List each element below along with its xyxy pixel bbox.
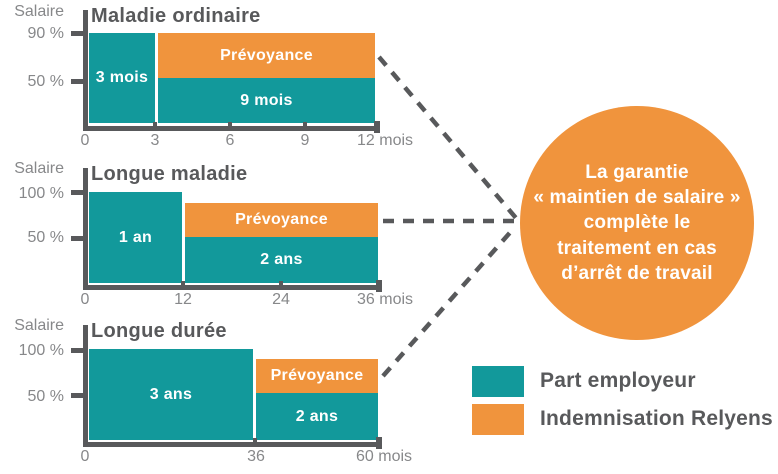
y-axis-title: Salaire: [14, 160, 64, 177]
x-tick-mark-9: [303, 122, 307, 131]
x-tick-mark-24: [279, 281, 283, 290]
x-tick-mark-36: [253, 438, 257, 447]
x-tick-label-0: 0: [80, 448, 90, 465]
bar-part-employeur-full: 3 mois: [89, 33, 155, 123]
callout-line: d’arrêt de travail: [561, 262, 713, 284]
callout-line: complète le: [583, 212, 691, 234]
y-axis-line: [83, 10, 88, 131]
y-tick-mark-50: [71, 236, 83, 241]
bar-part-employeur-reduced: 2 ans: [256, 393, 378, 440]
x-axis-line: [83, 285, 382, 290]
legend-swatch-indemnisation-relyens: [472, 404, 524, 435]
y-tick-label-50: 50 %: [27, 229, 64, 246]
x-tick-label-9: 9: [300, 132, 310, 149]
bar-part-employeur-reduced: 2 ans: [185, 237, 378, 283]
x-tick-mark-3: [153, 122, 157, 131]
x-axis-endcap: [376, 437, 382, 449]
y-axis-title: Salaire: [14, 3, 64, 20]
x-tick-label-0: 0: [80, 132, 90, 149]
chart-title: Longue maladie: [91, 163, 248, 185]
legend-label-indemnisation-relyens: Indemnisation Relyens: [540, 407, 773, 430]
bar-part-employeur-full: 1 an: [89, 192, 182, 283]
x-tick-mark-6: [228, 122, 232, 131]
y-tick-label-100: 100 %: [18, 342, 64, 359]
bar-prevoyance: Prévoyance: [256, 359, 378, 393]
callout-circle: La garantie « maintien de salaire » comp…: [520, 106, 754, 340]
x-tick-label-0: 0: [80, 291, 90, 308]
chart-title: Longue durée: [91, 320, 227, 342]
connector-line-maladie-ordinaire: [377, 55, 518, 220]
y-tick-mark-100: [71, 190, 83, 195]
y-tick-label-50: 50 %: [27, 73, 64, 90]
callout-line: traitement en cas: [557, 237, 717, 259]
connector-line-longue-duree: [381, 225, 517, 378]
bar-part-employeur-full: 3 ans: [89, 349, 253, 440]
x-tick-label-36: 36: [247, 448, 265, 465]
x-tick-label-60-mois: 60 mois: [356, 448, 413, 465]
x-tick-label-3: 3: [150, 132, 160, 149]
y-tick-mark-50: [71, 79, 83, 84]
y-axis-line: [83, 168, 88, 289]
bar-part-employeur-reduced: 9 mois: [158, 78, 375, 123]
y-axis-line: [83, 325, 88, 446]
callout-line: « maintien de salaire »: [533, 187, 741, 209]
x-tick-label-36-mois: 36 mois: [357, 291, 414, 308]
x-axis-endcap: [374, 121, 380, 133]
y-tick-label-100: 100 %: [18, 185, 64, 202]
bar-prevoyance: Prévoyance: [158, 33, 375, 78]
legend-label-part-employeur: Part employeur: [540, 369, 696, 392]
y-tick-label-90: 90 %: [27, 25, 64, 42]
y-tick-mark-90: [71, 31, 83, 36]
x-axis-endcap: [376, 280, 382, 292]
bar-prevoyance: Prévoyance: [185, 203, 378, 237]
callout-line: La garantie: [585, 162, 689, 184]
y-tick-mark-50: [71, 393, 83, 398]
x-tick-label-12: 12: [174, 291, 192, 308]
x-tick-mark-12: [181, 281, 185, 290]
legend-swatch-part-employeur: [472, 366, 524, 397]
x-tick-label-24: 24: [272, 291, 290, 308]
chart-title: Maladie ordinaire: [91, 5, 261, 27]
x-tick-label-12-mois: 12 mois: [357, 132, 414, 149]
y-tick-label-50: 50 %: [27, 388, 64, 405]
y-tick-mark-100: [71, 348, 83, 353]
y-axis-title: Salaire: [14, 317, 64, 334]
x-tick-label-6: 6: [225, 132, 235, 149]
x-axis-line: [83, 442, 382, 447]
